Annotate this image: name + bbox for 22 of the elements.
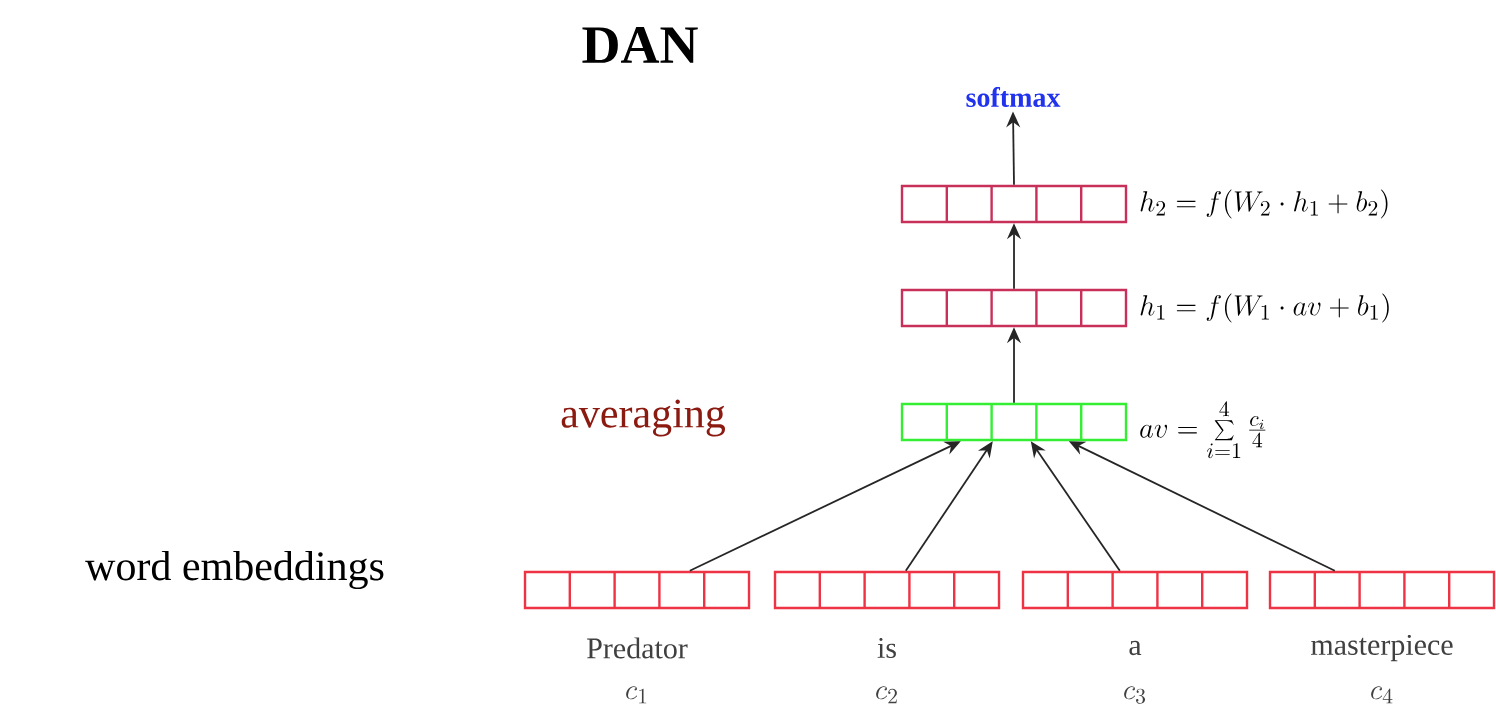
vector-box [900, 402, 1128, 442]
formula: $h_2 = f(W_2 \cdot h_1 + b_2)$ [1140, 189, 1388, 219]
word-label: is [877, 637, 896, 659]
vector-box [1268, 570, 1496, 610]
formula: $h_1 = f(W_1 \cdot av + b_1)$ [1140, 293, 1389, 323]
word-label: Predator [587, 637, 688, 659]
side-label: averaging [561, 399, 725, 437]
word-label: masterpiece [1311, 634, 1453, 662]
formula: $c_3$ [1124, 686, 1146, 704]
formula: $c_4$ [1371, 686, 1393, 704]
vector-box [1021, 570, 1249, 610]
vector-box [773, 570, 1001, 610]
formula: $c_2$ [876, 686, 897, 704]
vector-box [523, 570, 751, 610]
vector-box [900, 288, 1128, 328]
output-label: softmax [966, 87, 1061, 107]
word-label: a [1129, 640, 1142, 656]
vector-box [900, 184, 1128, 224]
formula: $av = \sum\limits_{i=1}^{4} \frac{c_i}{4}$ [1140, 401, 1266, 459]
formula: $c_1$ [626, 686, 647, 704]
side-label: word embeddings [85, 550, 384, 590]
title: DAN [582, 27, 698, 63]
